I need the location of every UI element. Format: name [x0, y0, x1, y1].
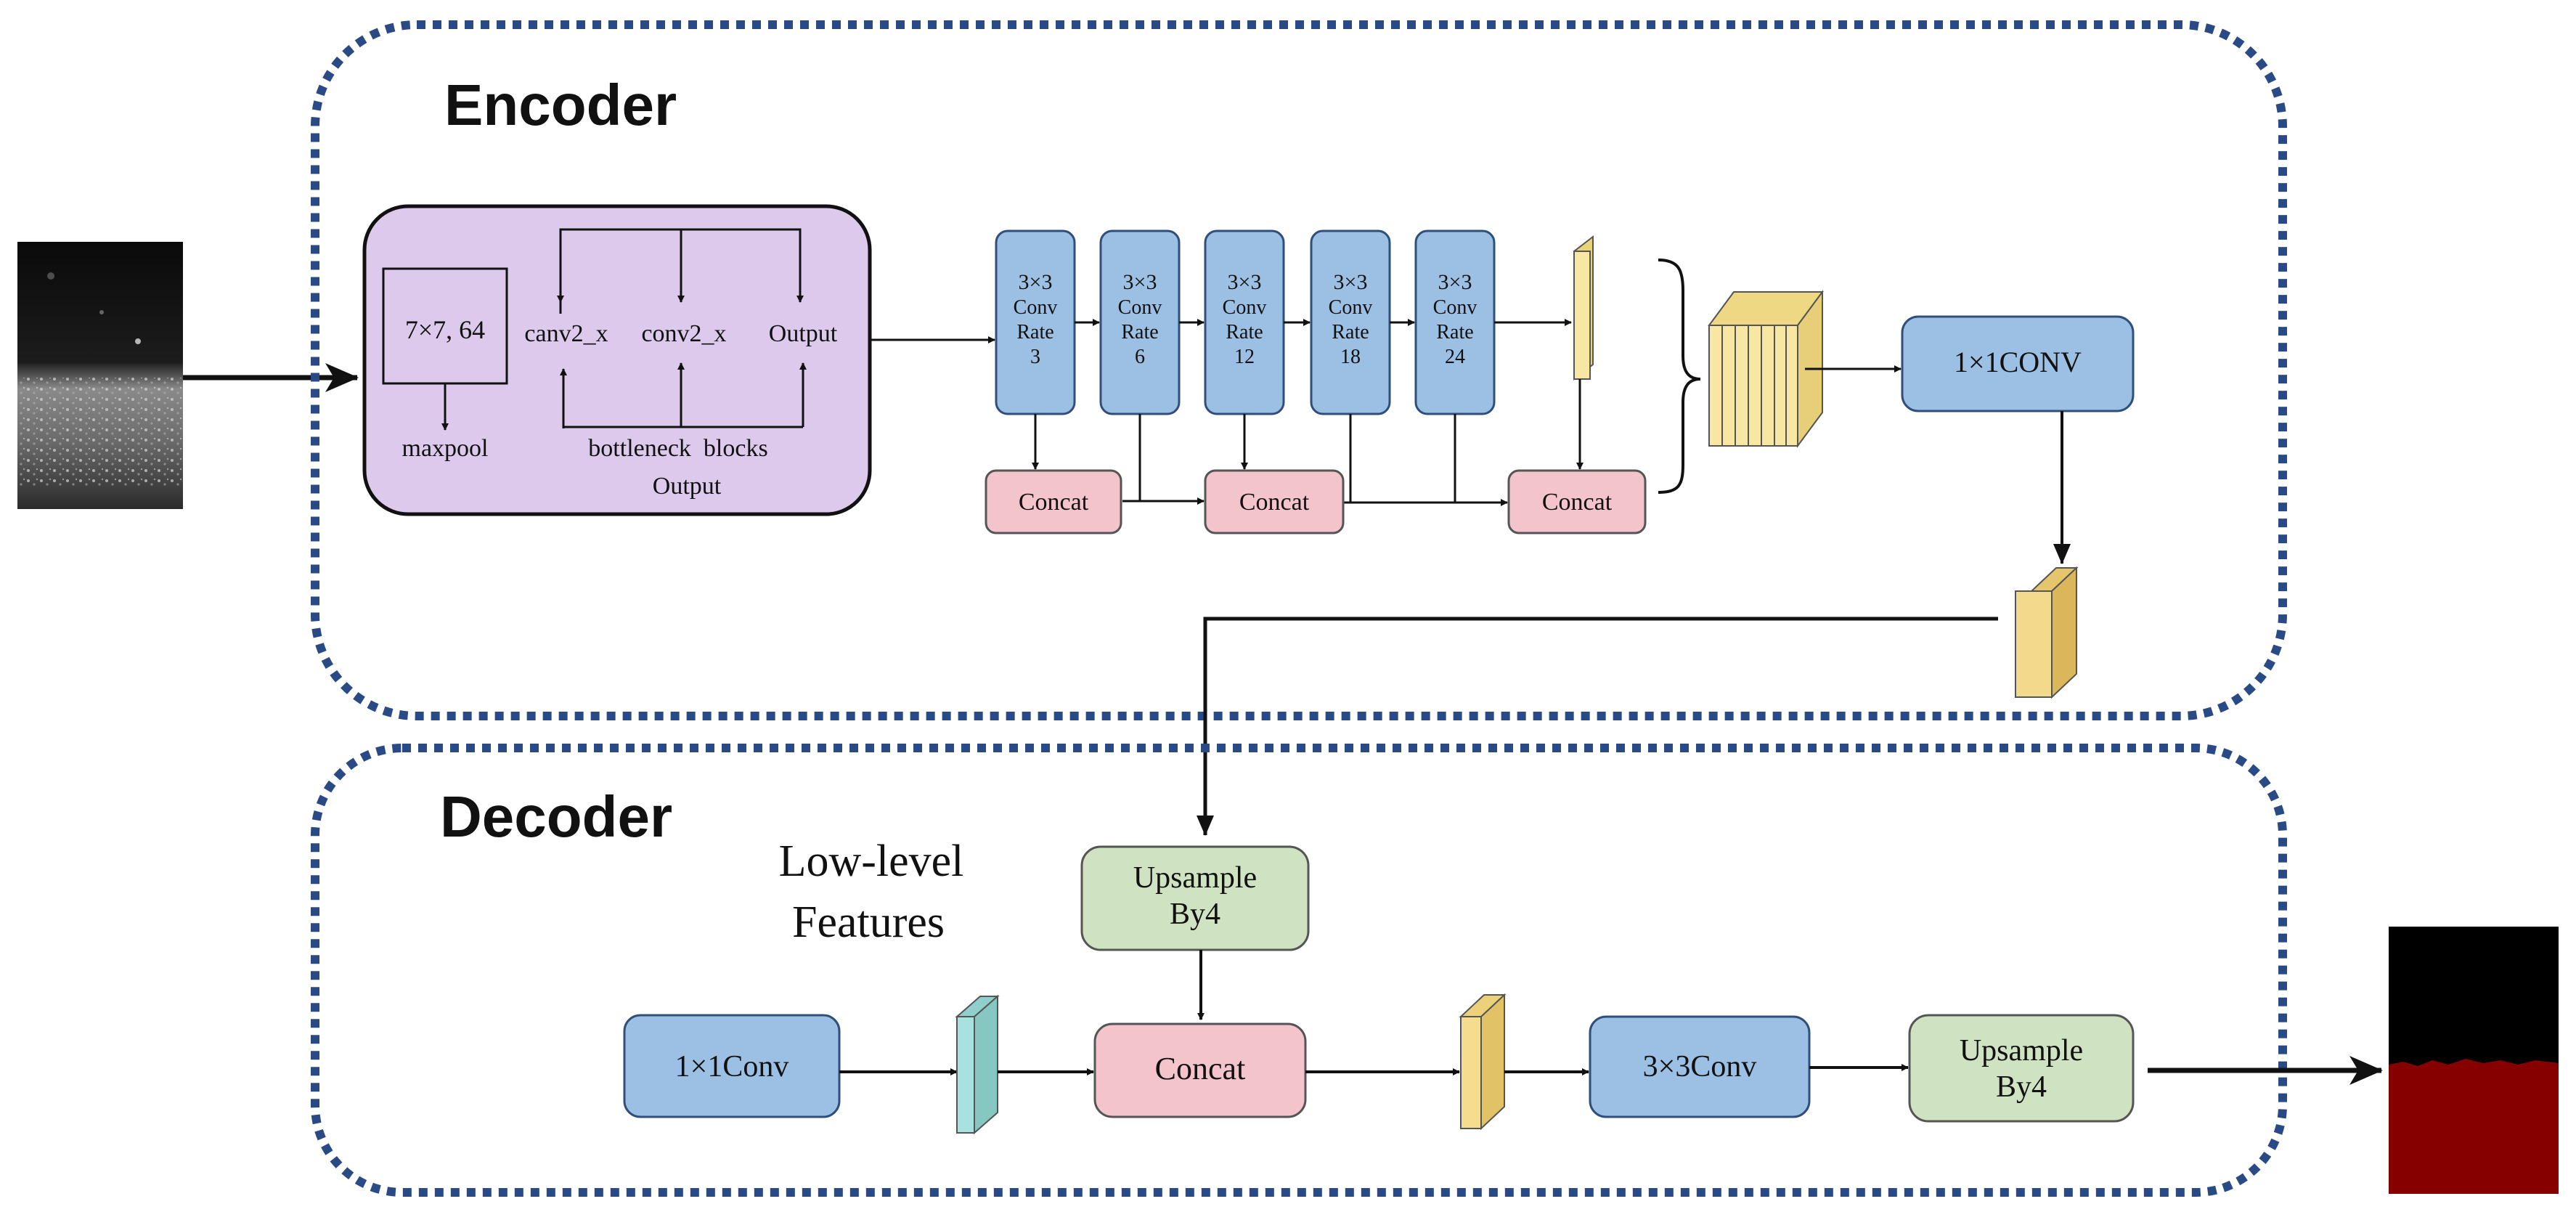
aspp-conv-rate-6: 3×3 Conv Rate 6	[1099, 229, 1181, 415]
concat-box-2: Concat	[1204, 469, 1345, 534]
aspp-rate-label: Rate	[1436, 321, 1473, 343]
aspp-type-label: Conv	[1223, 296, 1267, 319]
aspp-kernel-label: 3×3	[1019, 270, 1053, 294]
decoder-concat-box: Concat	[1093, 1022, 1307, 1118]
concat-box-3: Concat	[1507, 469, 1647, 534]
aspp-kernel-label: 3×3	[1334, 270, 1368, 294]
concat-label: Concat	[1542, 489, 1613, 516]
decoder-upsample-box-2: Upsample By4	[1908, 1014, 2135, 1123]
brace	[1658, 259, 1701, 494]
aspp-kernel-label: 3×3	[1228, 270, 1262, 294]
aspp-kernel-label: 3×3	[1438, 270, 1472, 294]
upsample-label-line1: Upsample	[1133, 861, 1257, 895]
decoder-upsample-box-1: Upsample By4	[1080, 845, 1310, 951]
aspp-rate-value: 3	[1030, 346, 1040, 368]
aspp-rate-label: Rate	[1016, 321, 1053, 343]
aspp-block: 3×3 Conv Rate 3 3×3 Conv Rate 6 3×3 Conv…	[985, 229, 1647, 534]
aspp-conv-rate-12: 3×3 Conv Rate 12	[1204, 229, 1285, 415]
maxpool-label: maxpool	[402, 435, 489, 462]
aspp-type-label: Conv	[1433, 296, 1477, 319]
concat-label: Concat	[1239, 489, 1310, 516]
encoder-title: Encoder	[444, 73, 677, 137]
aspp-kernel-label: 3×3	[1123, 270, 1157, 294]
aspp-rate-value: 12	[1234, 346, 1255, 368]
decoder-conv3x3-label: 3×3Conv	[1643, 1050, 1757, 1083]
decoder-conv3x3-box: 3×3Conv	[1589, 1015, 1811, 1118]
low-level-feature-map	[955, 994, 1000, 1135]
aspp-rate-value: 24	[1445, 346, 1465, 368]
concat-box-1: Concat	[985, 469, 1122, 534]
decoder-feature-map	[1459, 993, 1507, 1131]
aspp-type-label: Conv	[1118, 296, 1162, 319]
bottleneck-label: bottleneck blocks	[588, 435, 767, 462]
decoder-conv1x1-label: 1×1Conv	[675, 1050, 789, 1083]
bottleneck-output-label: Output	[653, 473, 722, 500]
decoder-container	[311, 744, 2287, 1197]
resnet-stem-block: 7×7, 64 maxpool canv2_x conv2_x Output b…	[362, 204, 872, 516]
encoder-conv1x1-box: 1×1CONV	[1901, 315, 2135, 412]
aspp-conv-rate-24: 3×3 Conv Rate 24	[1414, 229, 1496, 415]
concat-label: Concat	[1019, 489, 1089, 516]
upsample-label-line2: By4	[1170, 898, 1220, 931]
encoder-output-feature-map	[2015, 566, 2079, 699]
aspp-rate-value: 6	[1135, 346, 1145, 368]
aspp-rate-value: 18	[1340, 346, 1361, 368]
aspp-rate-label: Rate	[1121, 321, 1158, 343]
aspp-rate-label: Rate	[1332, 321, 1369, 343]
aspp-type-label: Conv	[1329, 296, 1373, 319]
upsample-label-line2: By4	[1996, 1070, 2047, 1104]
aspp-type-label: Conv	[1014, 296, 1058, 319]
decoder-title: Decoder	[440, 784, 672, 849]
stem-conv-b-label: conv2_x	[641, 320, 726, 347]
encoder-conv1x1-label: 1×1CONV	[1954, 346, 2082, 378]
aspp-rate-label: Rate	[1226, 321, 1263, 343]
input-image	[17, 242, 183, 509]
aspp-conv-rate-18: 3×3 Conv Rate 18	[1310, 229, 1391, 415]
stem-output-label: Output	[769, 320, 838, 347]
stem-conv-a-label: canv2_x	[524, 320, 608, 347]
decoder-conv1x1-box: 1×1Conv	[623, 1014, 841, 1118]
conv7x7-label: 7×7, 64	[405, 315, 485, 344]
low-level-label-line2: Features	[792, 898, 945, 947]
encoder-container	[311, 20, 2287, 720]
encoder-to-decoder-path	[1197, 617, 1998, 836]
low-level-label-line1: Low-level	[779, 837, 964, 886]
output-mask-image	[2389, 927, 2559, 1194]
aspp-feature-map	[1573, 235, 1594, 381]
decoder-concat-label: Concat	[1155, 1051, 1246, 1086]
upsample-label-line1: Upsample	[1960, 1034, 2083, 1068]
aspp-conv-rate-3: 3×3 Conv Rate 3	[995, 229, 1076, 415]
